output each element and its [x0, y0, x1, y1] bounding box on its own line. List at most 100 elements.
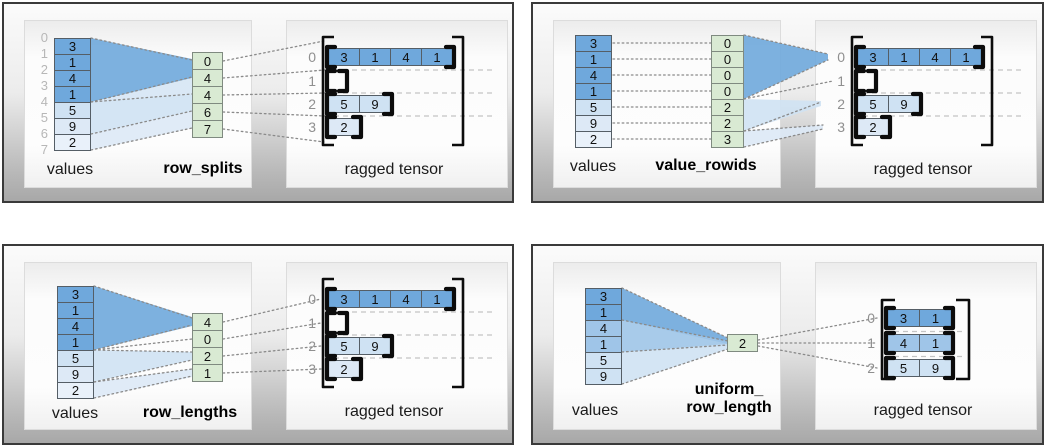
value-cell: 5	[575, 99, 612, 116]
ragged-cell: 1	[359, 290, 391, 308]
ragged-cell: 1	[359, 48, 391, 66]
value-cell: 1	[575, 83, 612, 100]
panel-row-lengths: 3 1 4 1 5 9 2 4 0 2 1 0 1 2 3 3 1 4 1 5 …	[2, 244, 514, 445]
row-index-label: 0	[308, 49, 316, 65]
row-index-label: 1	[837, 73, 845, 89]
param-cell: 3	[711, 131, 744, 148]
param-label-line2: row_length	[686, 399, 772, 416]
value-cell: 1	[54, 54, 91, 71]
value-cell: 9	[575, 115, 612, 132]
param-cell: 0	[711, 67, 744, 84]
result-label: ragged tensor	[344, 403, 444, 420]
row-index-label: 2	[837, 96, 845, 112]
value-cell: 1	[575, 51, 612, 68]
value-cell: 5	[54, 102, 91, 119]
value-cell: 1	[54, 86, 91, 103]
ragged-cell: 2	[328, 360, 360, 378]
value-index-label: 7	[40, 142, 48, 157]
ragged-cell: 5	[857, 95, 889, 113]
ragged-cell: 1	[950, 48, 982, 66]
ragged-cell: 2	[857, 118, 889, 136]
ragged-cell: 3	[857, 48, 889, 66]
row-index-label: 2	[308, 96, 316, 112]
row-index-label: 1	[867, 335, 875, 351]
param-cell: 2	[711, 99, 744, 116]
panel-value-rowids: 3 1 4 1 5 9 2 0 0 0 0 2 2 3 0 1 2 3 3 1 …	[531, 2, 1044, 203]
row-index-label: 2	[308, 338, 316, 354]
values-label: values	[571, 402, 619, 419]
value-cell: 5	[585, 352, 622, 369]
param-cell: 4	[192, 86, 223, 104]
param-cell: 0	[711, 51, 744, 68]
ragged-cell: 4	[887, 334, 920, 352]
param-label-line1: uniform_	[694, 381, 764, 398]
ragged-cell: 9	[359, 337, 391, 355]
value-cell: 5	[57, 350, 94, 367]
row-index-label: 2	[867, 360, 875, 376]
ragged-cell: 4	[919, 48, 951, 66]
param-cell: 0	[711, 83, 744, 100]
param-cell: 0	[192, 52, 223, 70]
param-cell: 6	[192, 103, 223, 121]
value-cell: 2	[575, 131, 612, 148]
value-cell: 4	[585, 320, 622, 337]
row-index-label: 1	[308, 73, 316, 89]
ragged-cell: 1	[421, 290, 453, 308]
ragged-cell: 1	[421, 48, 453, 66]
ragged-cell: 5	[328, 95, 360, 113]
row-index-label: 3	[837, 119, 845, 135]
values-label: values	[46, 161, 94, 178]
value-cell: 4	[54, 70, 91, 87]
ragged-cell: 2	[328, 118, 360, 136]
row-index-label: 0	[837, 49, 845, 65]
ragged-cell: 5	[887, 359, 920, 377]
value-index-label: 3	[40, 78, 48, 93]
ragged-cell: 9	[359, 95, 391, 113]
value-cell: 1	[585, 336, 622, 353]
value-cell: 9	[585, 368, 622, 385]
values-label: values	[51, 405, 99, 422]
value-cell: 1	[585, 304, 622, 321]
values-label: values	[569, 158, 617, 175]
value-cell: 2	[54, 134, 91, 151]
row-index-label: 3	[308, 361, 316, 377]
value-cell: 9	[54, 118, 91, 135]
ragged-cell: 1	[888, 48, 920, 66]
value-cell: 3	[57, 286, 94, 303]
param-cell: 4	[192, 69, 223, 87]
value-cell: 1	[57, 302, 94, 319]
result-label: ragged tensor	[344, 161, 444, 178]
row-index-label: 3	[308, 119, 316, 135]
row-index-label: 0	[867, 310, 875, 326]
ragged-cell: 3	[328, 48, 360, 66]
param-label: row_splits	[163, 160, 243, 177]
result-label: ragged tensor	[873, 402, 973, 419]
ragged-cell: 4	[390, 48, 422, 66]
value-cell: 4	[57, 318, 94, 335]
param-cell: 1	[192, 364, 223, 382]
value-index-label: 4	[40, 94, 48, 109]
panel-uniform-row-length: 3 1 4 1 5 9 2 0 1 2 3 1 4 1 5 9 values u…	[531, 244, 1044, 445]
ragged-cell: 1	[919, 309, 952, 327]
param-cell: 2	[711, 115, 744, 132]
value-index-label: 0	[40, 30, 48, 45]
value-index-label: 1	[40, 46, 48, 61]
result-label: ragged tensor	[873, 161, 973, 178]
value-cell: 3	[585, 288, 622, 305]
value-cell: 2	[57, 382, 94, 399]
ragged-cell: 5	[328, 337, 360, 355]
param-label: row_lengths	[142, 404, 238, 421]
value-index-label: 2	[40, 62, 48, 77]
ragged-cell: 3	[887, 309, 920, 327]
ragged-cell: 1	[919, 334, 952, 352]
value-cell: 3	[54, 38, 91, 55]
row-index-label: 0	[308, 291, 316, 307]
param-cell: 0	[711, 35, 744, 52]
row-index-label: 1	[308, 315, 316, 331]
value-index-label: 5	[40, 110, 48, 125]
param-cell: 0	[192, 330, 223, 348]
panel-row-splits: 0 1 2 3 4 5 6 7 3 1 4 1 5 9 2 0 4 4 6 7 …	[2, 2, 514, 203]
ragged-cell: 9	[888, 95, 920, 113]
value-cell: 1	[57, 334, 94, 351]
param-cell: 4	[192, 313, 223, 331]
